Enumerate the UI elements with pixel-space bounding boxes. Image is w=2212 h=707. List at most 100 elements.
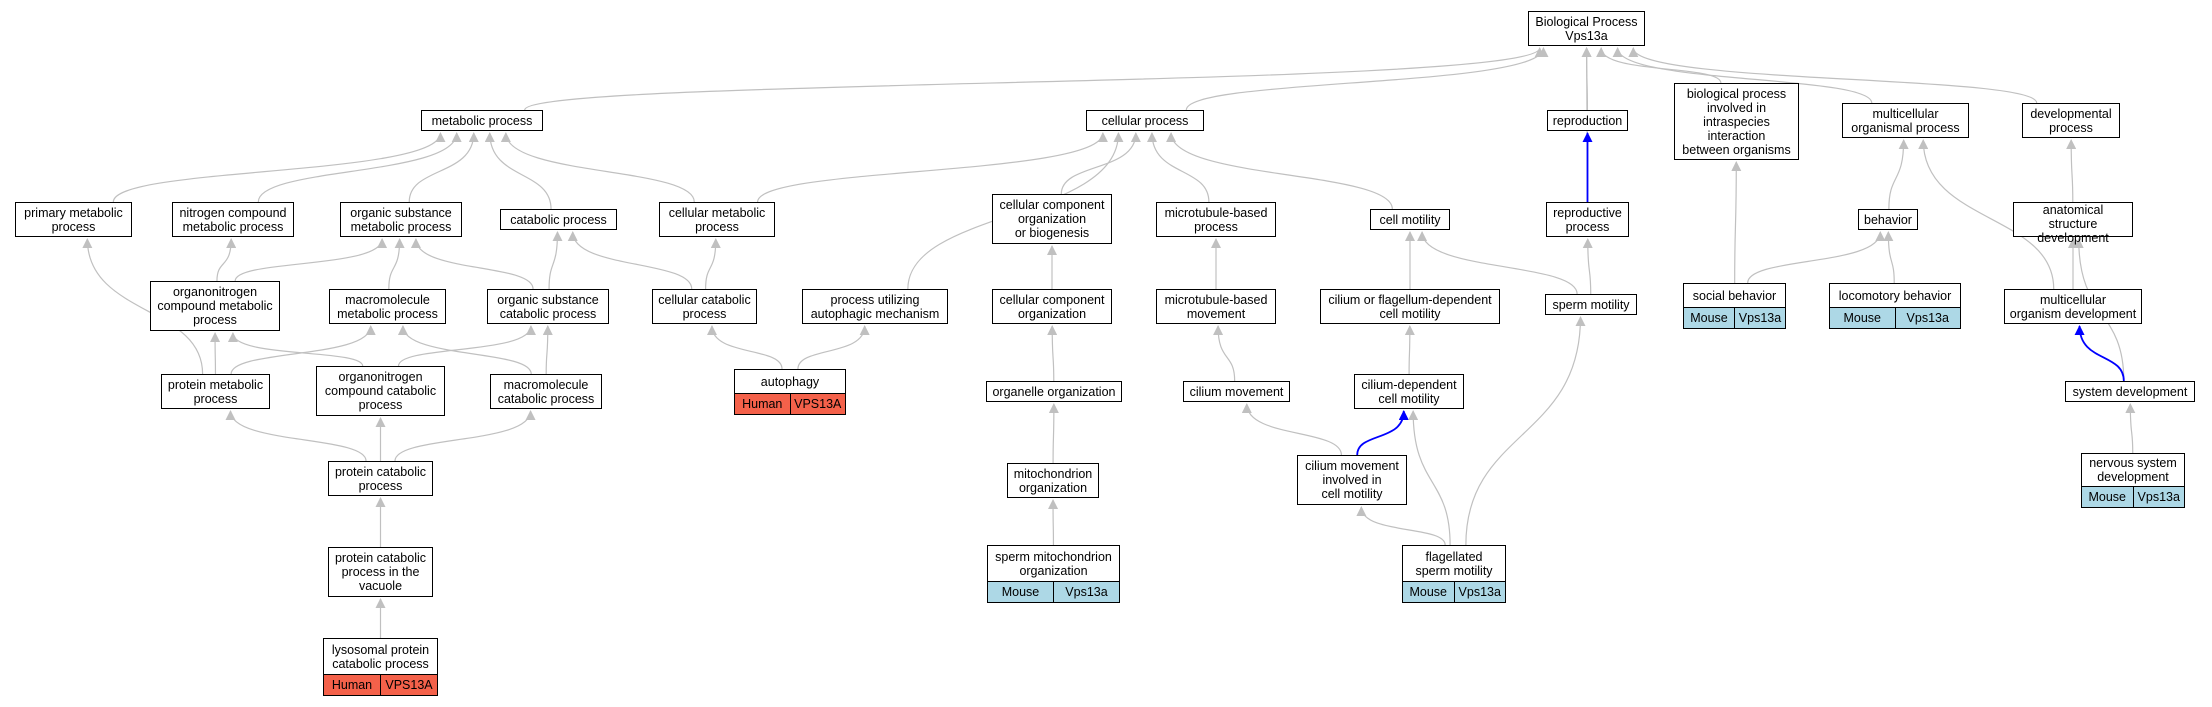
is-a-edge-mcp-oscp: [542, 325, 553, 375]
go-term-label: organic substance metabolic process: [350, 205, 452, 234]
go-term-label: reproductive process: [1553, 205, 1622, 234]
is-a-edge-prmp-pmp: [82, 238, 204, 375]
annotation-gene: VPS13A: [789, 394, 845, 414]
is-a-edge-ccp-cat: [567, 231, 693, 290]
go-term-label: anatomical structure development: [2037, 203, 2109, 245]
is-a-edge-mtbp-cel: [1146, 132, 1210, 203]
go-term-label: multicellular organismal process: [1851, 106, 1960, 135]
is-a-edge-sb-beh: [1747, 231, 1886, 284]
is-a-edge-occp-oscp: [397, 325, 536, 367]
go-term-node-bp: Biological Process Vps13a: [1528, 11, 1645, 46]
go-term-label: nitrogen compound metabolic process: [179, 205, 287, 234]
go-term-node-repp: reproductive process: [1546, 202, 1629, 237]
is-a-edge-lb-beh: [1883, 231, 1895, 284]
annotation-species: Mouse: [1684, 308, 1734, 328]
go-term-node-mcp: macromolecule catabolic process: [490, 374, 602, 409]
is-a-edge-met-bp: [524, 47, 1545, 111]
go-term-label: autophagy: [760, 374, 820, 389]
go-term-label: catabolic process: [510, 212, 607, 227]
go-term-label: microtubule-based movement: [1164, 292, 1268, 321]
go-term-label: flagellated sperm motility: [1415, 549, 1493, 578]
go-term-label: macromolecule metabolic process: [337, 292, 438, 321]
go-term-label: lysosomal protein catabolic process: [331, 642, 430, 671]
is-a-edge-ocmp-osmp: [234, 238, 388, 282]
is-a-edge-dev-bp: [1628, 47, 2038, 104]
is-a-edge-cmp-met: [500, 132, 695, 203]
go-term-label: system development: [2072, 384, 2188, 399]
go-term-node-oscp: organic substance catabolic process: [487, 289, 609, 324]
is-a-edge-cel-bp: [1185, 47, 1549, 111]
go-term-label: cilium movement: [1189, 384, 1284, 399]
go-term-label: cilium movement involved in cell motilit…: [1305, 459, 1399, 501]
is-a-edge-spm-cmot: [1417, 231, 1578, 295]
go-term-label: cellular metabolic process: [668, 205, 766, 234]
go-term-node-beh: behavior: [1858, 209, 1918, 230]
go-term-node-ccp: cellular catabolic process: [652, 289, 757, 324]
go-term-node-ccob: cellular component organization or bioge…: [992, 194, 1112, 244]
annotation-species: Human: [324, 675, 380, 695]
is-a-edge-fsm-spm: [1465, 316, 1586, 546]
is-a-edge-mop-bp: [1612, 47, 1873, 104]
go-term-label: multicellular organism development: [2009, 292, 2137, 321]
is-a-edge-fsm-cdcm: [1408, 410, 1451, 546]
go-term-label: microtubule-based process: [1164, 205, 1268, 234]
go-term-node-ncmp: nitrogen compound metabolic process: [172, 202, 294, 237]
go-term-node-cmp: cellular metabolic process: [659, 202, 775, 237]
is-a-edge-cat-met: [484, 132, 552, 210]
go-term-label: behavior: [1864, 212, 1912, 227]
go-term-label: protein metabolic process: [167, 377, 264, 406]
go-term-node-cel: cellular process: [1086, 110, 1204, 131]
go-term-label: organonitrogen compound catabolic proces…: [324, 370, 437, 412]
go-term-label: metabolic process: [431, 113, 533, 128]
go-term-label: cilium-dependent cell motility: [1361, 377, 1457, 406]
go-term-node-cfdcm: cilium or flagellum-dependent cell motil…: [1320, 289, 1500, 324]
is-a-edge-oscp-cat: [548, 231, 563, 290]
go-term-node-cco: cellular component organization: [992, 289, 1112, 324]
annotation-gene: Vps13a: [1734, 308, 1785, 328]
go-term-label: sperm mitochondrion organization: [995, 549, 1112, 578]
is-a-edge-oscp-osmp: [410, 238, 534, 290]
go-term-label: organonitrogen compound metabolic proces…: [157, 285, 273, 327]
is-a-edge-mod-mop: [1918, 139, 2055, 290]
is-a-edge-mmp-osmp: [388, 238, 405, 290]
is-a-edge-beh-mop: [1888, 139, 1909, 210]
go-term-node-met: metabolic process: [421, 110, 543, 131]
is-a-edge-cmot-cel: [1166, 132, 1393, 210]
go-term-node-mop: multicellular organismal process: [1842, 103, 1969, 138]
is-a-edge-oo-cco: [1047, 325, 1058, 382]
is-a-edge-asd-dev: [2066, 139, 2077, 203]
annotation-species: Mouse: [1830, 308, 1895, 328]
go-term-label: sperm motility: [1552, 297, 1630, 312]
go-term-label: cellular component organization or bioge…: [999, 198, 1105, 240]
is-a-edge-aut-puam: [797, 325, 870, 370]
go-term-node-puam: process utilizing autophagic mechanism: [802, 289, 948, 324]
go-term-label: Biological Process Vps13a: [1535, 14, 1638, 43]
is-a-edge-mcp-mmp: [397, 325, 532, 375]
go-term-node-mo: mitochondrion organization: [1007, 463, 1099, 498]
is-a-edge-pmp-met: [112, 132, 446, 203]
go-term-node-mod: multicellular organism development: [2004, 289, 2142, 324]
is-a-edge-ccob-cel: [1060, 132, 1141, 195]
go-term-label: protein catabolic process: [334, 464, 427, 493]
go-term-node-mmp: macromolecule metabolic process: [329, 289, 446, 324]
is-a-edge-mo-oo: [1048, 403, 1059, 464]
is-a-edge-ncmp-met: [257, 132, 462, 203]
part-of-edge-cmicm-cdcm: [1356, 410, 1409, 456]
go-term-label: mitochondrion organization: [1013, 466, 1093, 495]
go-term-node-occp: organonitrogen compound catabolic proces…: [316, 366, 445, 416]
go-term-node-pmp: primary metabolic process: [15, 202, 132, 237]
go-term-label: cellular catabolic process: [658, 292, 751, 321]
go-term-node-ocmp: organonitrogen compound metabolic proces…: [150, 281, 280, 331]
